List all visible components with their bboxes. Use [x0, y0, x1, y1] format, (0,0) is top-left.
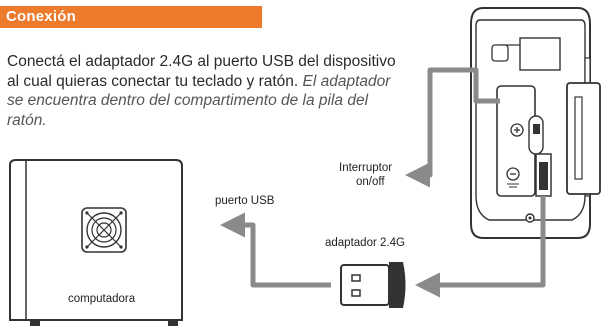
usb-adapter-illustration [340, 262, 406, 308]
section-title: Conexión [6, 8, 76, 25]
arrow-adapter-to-usb [220, 212, 331, 288]
instructions-text: Conectá el adaptador 2.4G al puerto USB … [7, 52, 407, 130]
fan-icon [81, 207, 127, 253]
section-title-bar: Conexión [0, 6, 262, 28]
switch-label-line2: on/off [356, 176, 385, 188]
instructions-note: El adaptador se encuentra dentro del com… [7, 72, 391, 129]
mouse-illustration [470, 7, 591, 239]
instructions-main: Conectá el adaptador 2.4G al puerto USB … [7, 53, 396, 90]
computer-illustration [9, 159, 183, 326]
computer-label: computadora [68, 293, 136, 305]
arrow-mouse-to-adapter [415, 196, 546, 298]
battery-cover-illustration [566, 82, 601, 195]
arrow-to-switch [405, 67, 500, 188]
adapter-label: adaptador 2.4G [325, 237, 405, 249]
switch-label-line1: Interruptor [339, 162, 393, 174]
usb-port-label: puerto USB [215, 195, 275, 207]
